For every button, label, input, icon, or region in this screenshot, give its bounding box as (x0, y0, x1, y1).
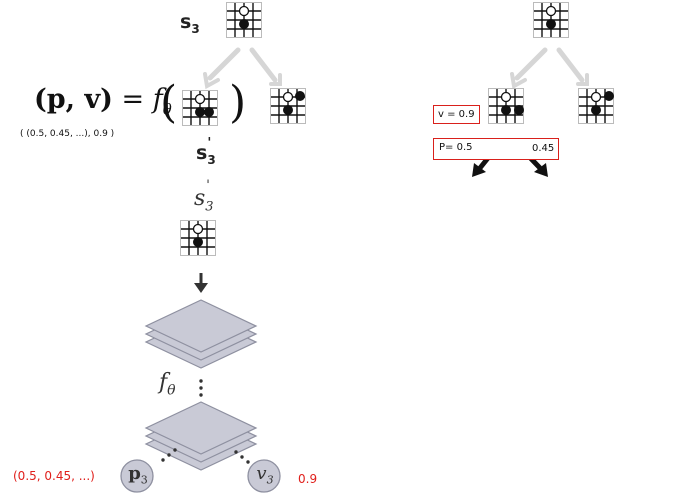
value-box: v = 0.9 (433, 105, 480, 124)
policy-box: P= 0.5 0.45 (433, 138, 559, 160)
value-output-text: 0.9 (298, 472, 318, 486)
child-board-other (577, 87, 615, 125)
tree-edge-right-a (510, 47, 548, 90)
policy-node (120, 459, 154, 493)
formula-paren-close: ) (229, 77, 247, 128)
tree-edge-left-a (203, 47, 241, 90)
formula-paren-open: ( (160, 77, 178, 128)
layer-dots (199, 379, 203, 397)
root-board-right (532, 1, 570, 39)
formula-p-v: (p, v) = fθ (34, 84, 172, 119)
output-tuple: ( (0.5, 0.45, ...), 0.9 ) (20, 129, 115, 139)
down-arrow (194, 273, 208, 293)
policy-box-left: P= 0.5 (439, 142, 473, 153)
tree-edge-right-b (556, 47, 589, 86)
policy-box-right: 0.45 (532, 143, 555, 154)
value-node-label: v3 (256, 463, 274, 487)
layer-stack-top (144, 299, 258, 369)
tree-edge-left-b (249, 47, 282, 86)
policy-arrowhead-left (472, 163, 486, 177)
value-node (247, 459, 281, 493)
policy-node-label: p3 (128, 463, 148, 487)
output-dots-right (234, 450, 250, 464)
child-board-right-left (269, 87, 307, 125)
network-f-theta: fθ (159, 370, 176, 399)
child-label-s3-prime: s'3 (196, 136, 216, 167)
input-board (179, 219, 217, 257)
input-label-s3-prime: s'3 (194, 178, 214, 215)
output-dots-left (161, 448, 177, 462)
state-label-s3: s3 (180, 11, 200, 36)
policy-value-text: (0.5, 0.45, ...) (13, 469, 95, 483)
child-board-selected (487, 87, 525, 125)
policy-arrowhead-right (534, 163, 548, 177)
child-board-formula (181, 89, 219, 127)
layer-stack-bottom (144, 401, 258, 471)
root-board-left (225, 1, 263, 39)
